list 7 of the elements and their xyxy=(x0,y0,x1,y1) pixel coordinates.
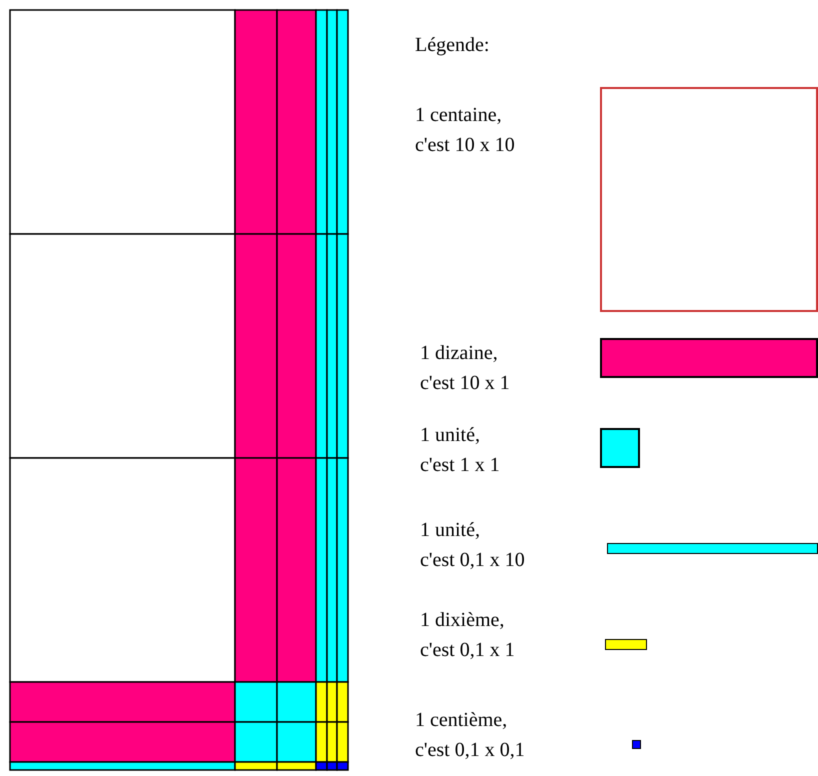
legend-text: 1 centième, c'est 0,1 x 0,1 xyxy=(415,708,525,763)
legend-title: Légende: xyxy=(415,33,490,58)
legend-text: 1 dizaine, c'est 10 x 1 xyxy=(420,341,510,396)
legend-text: 1 unité, c'est 0,1 x 10 xyxy=(420,518,525,573)
legend-text: 1 unité, c'est 1 x 1 xyxy=(420,423,500,478)
legend-text: 1 centaine, c'est 10 x 10 xyxy=(415,103,515,158)
legend-text: 1 dixième, c'est 0,1 x 1 xyxy=(420,608,515,663)
